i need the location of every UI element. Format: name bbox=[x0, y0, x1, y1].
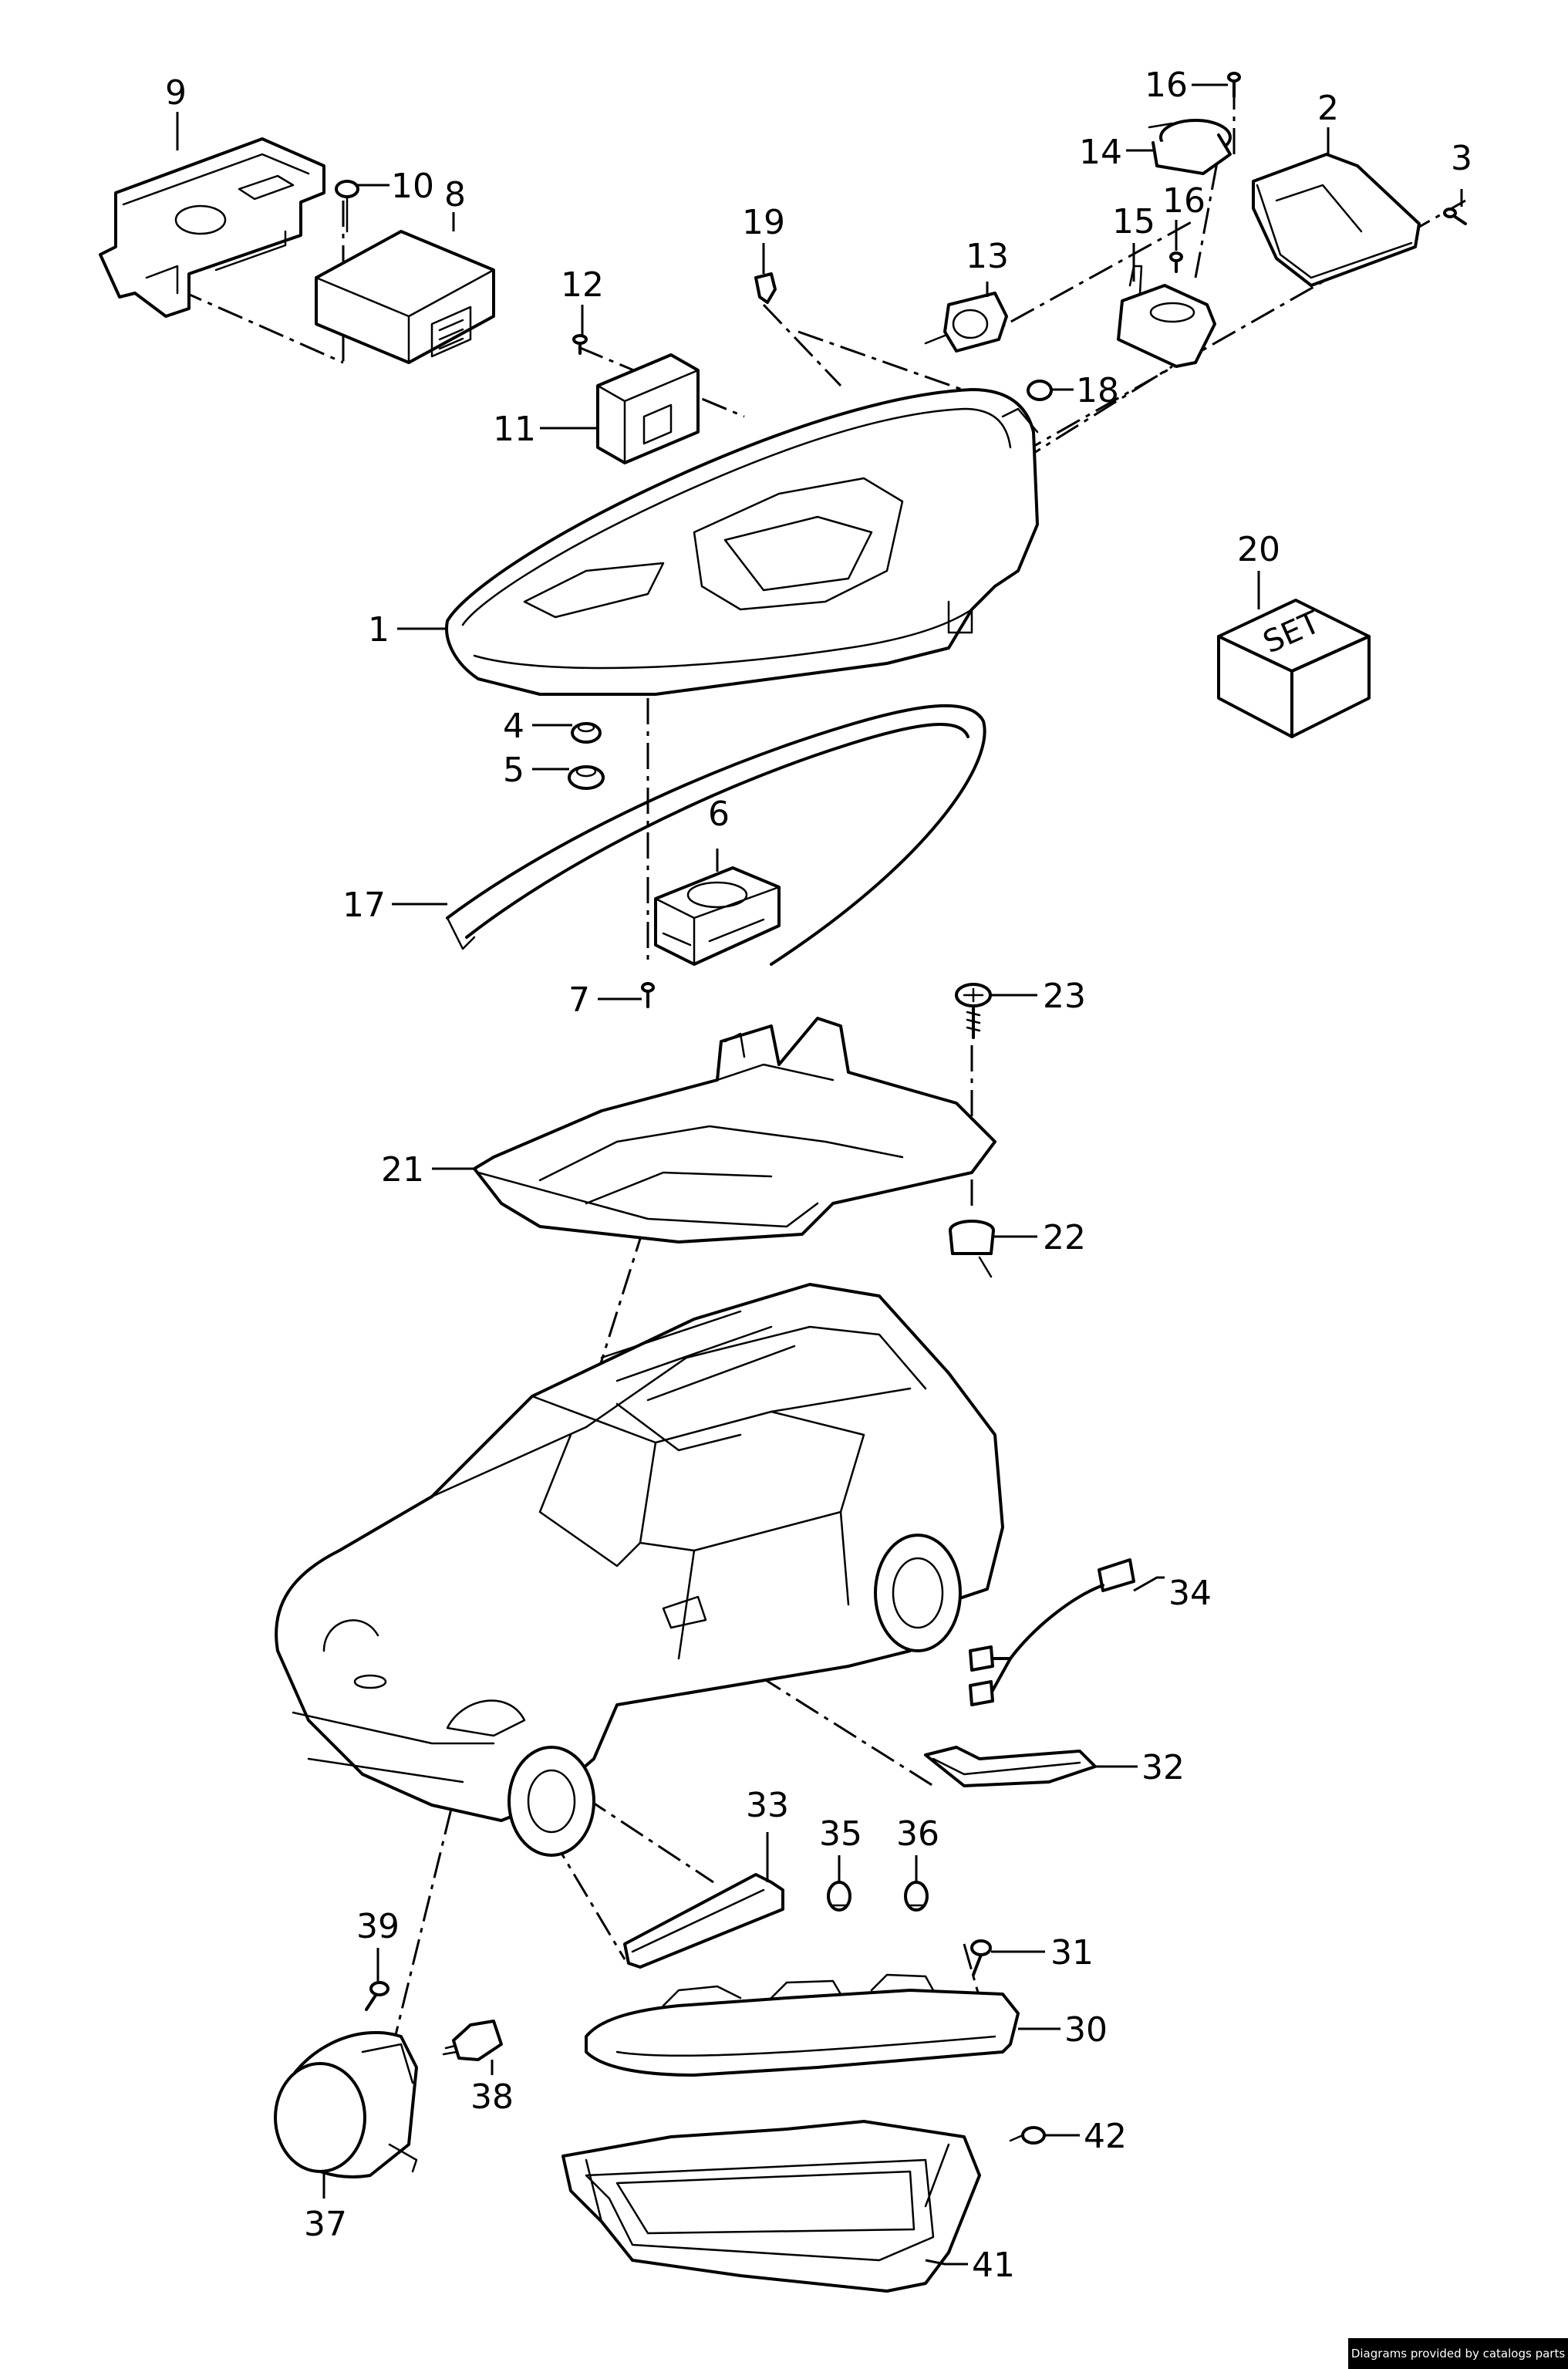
part-33-reflector bbox=[623, 1873, 784, 1969]
part-12-screw bbox=[572, 334, 588, 355]
part-41-grille-housing bbox=[561, 2120, 981, 2293]
callout-10: 10 bbox=[391, 167, 434, 206]
callout-4: 4 bbox=[503, 707, 524, 746]
callout-6: 6 bbox=[708, 795, 730, 834]
callout-1: 1 bbox=[368, 610, 389, 650]
callout-22: 22 bbox=[1043, 1218, 1086, 1257]
callout-30: 30 bbox=[1064, 2010, 1108, 2050]
part-4-grommet bbox=[571, 722, 602, 744]
part-23-screw bbox=[955, 983, 992, 1039]
part-6-ballast bbox=[654, 866, 781, 966]
callout-11: 11 bbox=[493, 410, 536, 449]
callout-34: 34 bbox=[1168, 1574, 1212, 1613]
part-42-screw bbox=[1009, 2126, 1046, 2145]
callout-23: 23 bbox=[1043, 977, 1086, 1016]
part-17-seal bbox=[446, 704, 986, 966]
callout-21: 21 bbox=[381, 1150, 424, 1190]
callout-36: 36 bbox=[896, 1814, 939, 1854]
callout-2: 2 bbox=[1317, 89, 1339, 128]
callout-38: 38 bbox=[470, 2077, 514, 2117]
callout-35: 35 bbox=[819, 1814, 862, 1854]
part-30-light-strip bbox=[585, 1973, 1020, 2077]
callout-32: 32 bbox=[1141, 1748, 1185, 1787]
part-22-bushing bbox=[949, 1220, 995, 1278]
callout-5: 5 bbox=[503, 751, 524, 790]
part-8-control-unit bbox=[315, 230, 495, 364]
part-32-side-marker bbox=[924, 1746, 1097, 1787]
callout-42: 42 bbox=[1084, 2117, 1127, 2156]
part-19-clip bbox=[754, 272, 777, 304]
callout-9: 9 bbox=[165, 73, 187, 113]
diagram-credit: Diagrams provided by catalogs parts bbox=[1348, 2338, 1568, 2369]
leader-lines bbox=[176, 83, 1463, 2266]
part-3-screw bbox=[1443, 208, 1467, 225]
part-18-cap bbox=[1027, 380, 1053, 401]
part-35-bulb bbox=[827, 1881, 851, 1912]
part-9-bracket bbox=[99, 137, 325, 318]
part-16-screw-upper bbox=[1227, 72, 1241, 98]
vehicle-suv bbox=[275, 1283, 1004, 1857]
part-37-fog-light bbox=[274, 2030, 418, 2178]
part-11-module bbox=[596, 353, 700, 464]
part-38-bulb bbox=[442, 2020, 503, 2061]
part-14-motor bbox=[1148, 119, 1232, 175]
callout-16-lower: 16 bbox=[1162, 181, 1206, 221]
part-5-grommet bbox=[568, 765, 605, 790]
callout-37: 37 bbox=[304, 2205, 347, 2244]
part-39-screw bbox=[365, 1981, 389, 2011]
callout-31: 31 bbox=[1050, 1933, 1094, 1972]
callout-20: 20 bbox=[1237, 530, 1280, 569]
callout-13: 13 bbox=[966, 237, 1009, 276]
part-15-bracket bbox=[1117, 265, 1216, 368]
part-16-screw-lower bbox=[1169, 251, 1183, 273]
part-21-frame bbox=[473, 1017, 996, 1244]
callout-17: 17 bbox=[342, 886, 386, 925]
part-31-screw bbox=[970, 1939, 992, 1976]
callout-33: 33 bbox=[746, 1786, 789, 1825]
callout-16-upper: 16 bbox=[1145, 66, 1188, 105]
part-13-actuator bbox=[924, 292, 1008, 353]
callout-8: 8 bbox=[444, 175, 466, 214]
part-34-harness bbox=[969, 1558, 1135, 1706]
callout-15: 15 bbox=[1112, 202, 1155, 241]
part-36-bulb bbox=[904, 1881, 929, 1912]
callout-39: 39 bbox=[356, 1907, 400, 1946]
callout-3: 3 bbox=[1451, 139, 1472, 178]
part-10-screw bbox=[335, 180, 359, 233]
callout-12: 12 bbox=[561, 265, 604, 305]
part-20-set-box: SET bbox=[1217, 599, 1371, 738]
part-7-screw bbox=[641, 982, 655, 1008]
part-1-headlight bbox=[445, 388, 1039, 696]
callout-19: 19 bbox=[742, 203, 785, 242]
callout-18: 18 bbox=[1076, 371, 1119, 410]
callout-14: 14 bbox=[1079, 133, 1122, 172]
part-2-cover bbox=[1252, 153, 1421, 287]
callout-7: 7 bbox=[568, 980, 590, 1020]
callout-numbers: 9 10 8 12 11 19 13 16 14 16 15 2 3 18 20… bbox=[165, 66, 1472, 2285]
assembly-lines bbox=[177, 93, 1466, 2045]
callout-41: 41 bbox=[972, 2246, 1015, 2285]
